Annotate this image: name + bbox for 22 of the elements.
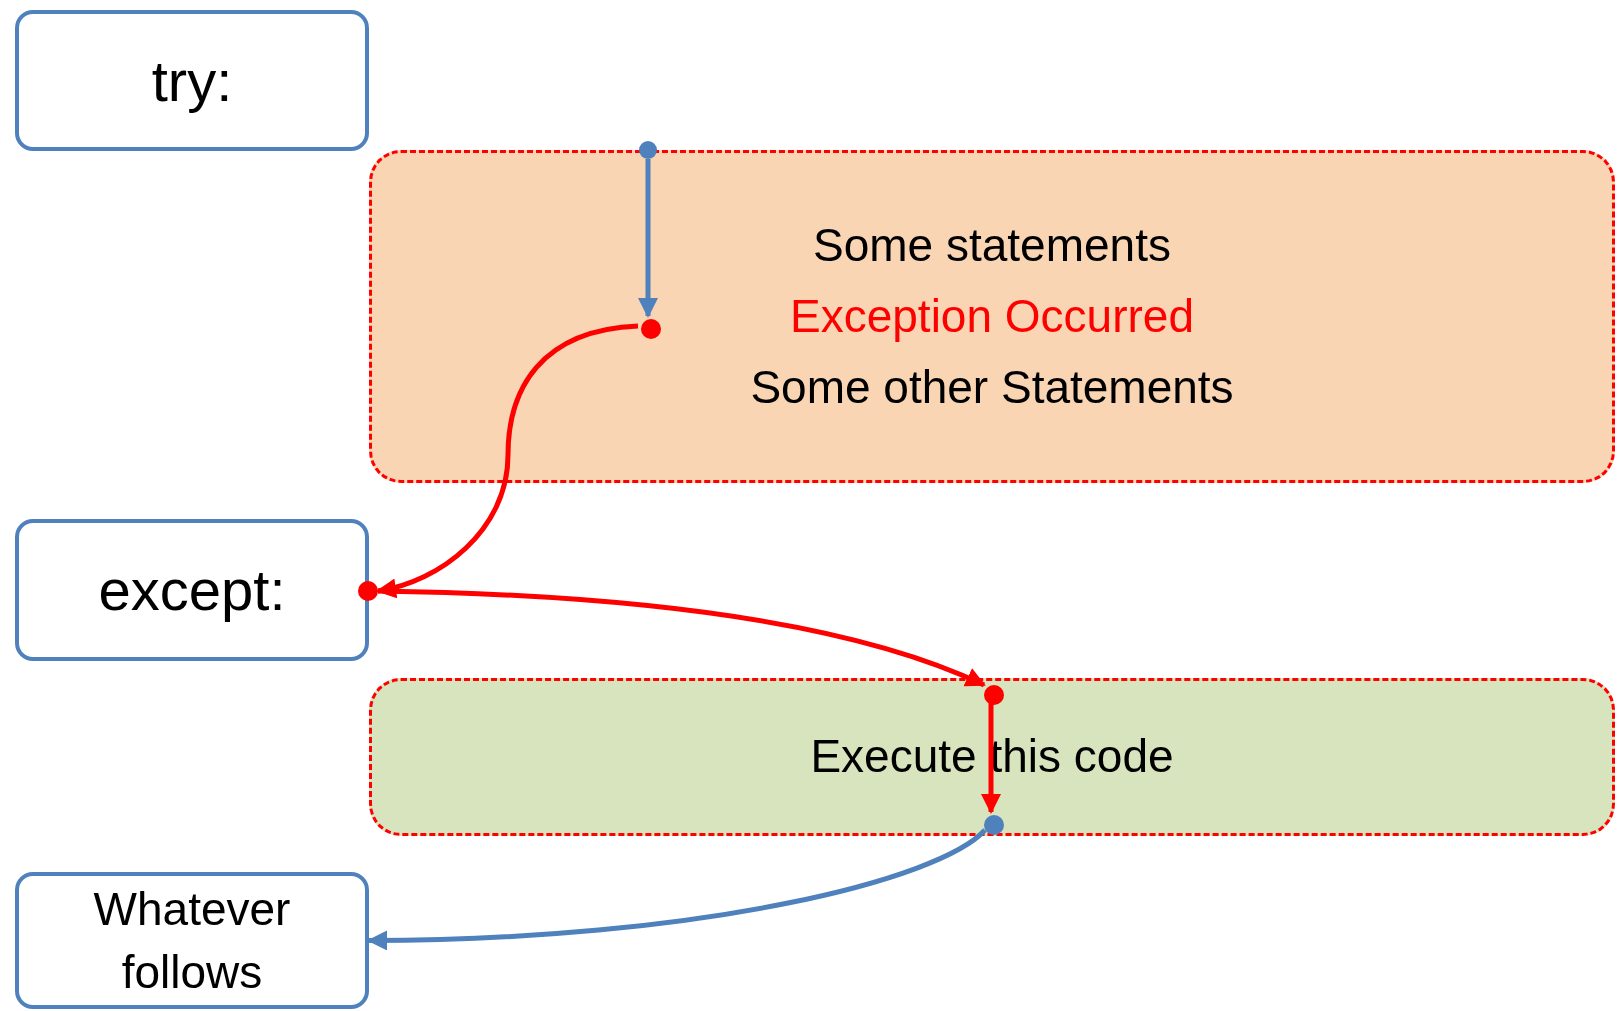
connection-dot: [639, 141, 657, 159]
code-box: [15, 10, 369, 151]
connection-dot: [984, 815, 1004, 835]
code-text: except:: [98, 556, 286, 625]
arrow: [981, 702, 1001, 814]
connection-dot: [358, 581, 378, 601]
code-text: Whatever follows: [92, 882, 292, 1000]
code-text: Some statements: [813, 217, 1171, 273]
connection-dot: [641, 319, 661, 339]
connection-dot: [984, 685, 1004, 705]
code-text: try:: [151, 46, 233, 115]
code-text: Some other Statements: [750, 360, 1234, 416]
dashed-region: [369, 678, 1615, 836]
arrow: [638, 159, 658, 318]
code-box: [15, 519, 369, 661]
arrow: [376, 323, 639, 598]
arrow: [377, 588, 986, 688]
code-text: Exception Occurred: [790, 288, 1194, 344]
code-text: Execute this code: [810, 729, 1174, 785]
code-box: [15, 872, 369, 1009]
dashed-region: [369, 150, 1615, 483]
arrow: [367, 828, 987, 951]
